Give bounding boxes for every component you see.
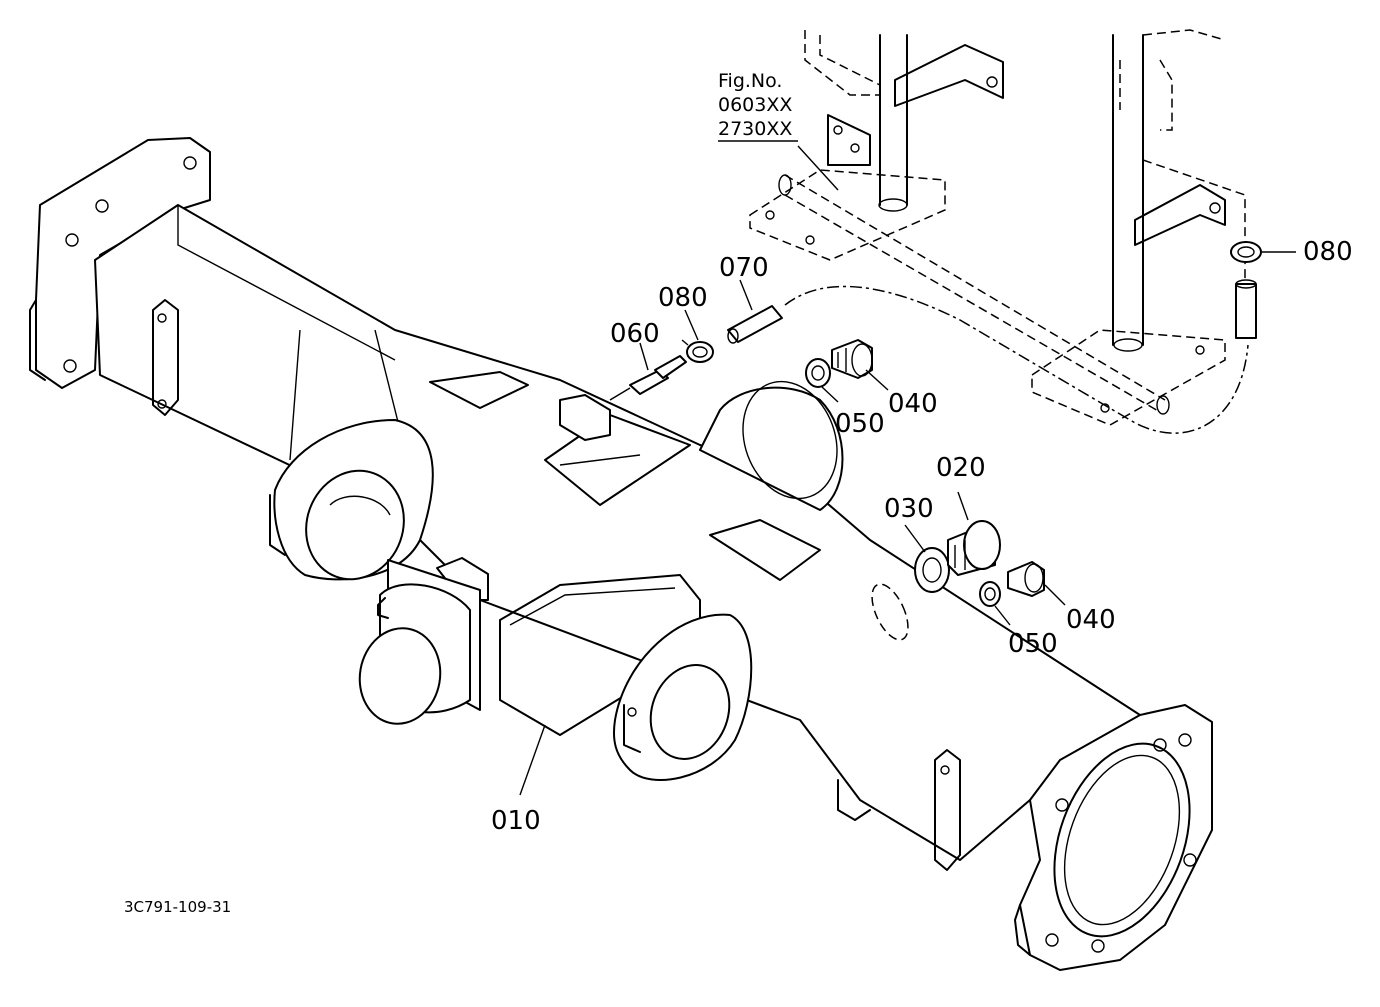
part-080-clamp-left xyxy=(681,339,714,363)
part-040-plug-upper xyxy=(831,339,873,379)
part-070-hose xyxy=(727,305,783,344)
front-axle-housing xyxy=(29,137,1213,971)
callout-060: 060 xyxy=(610,319,660,349)
frame-reference-structure xyxy=(749,29,1246,426)
callout-010: 010 xyxy=(491,806,541,836)
figure-reference-number-1: 0603XX xyxy=(718,94,792,116)
vent-hose-route xyxy=(784,285,1249,434)
callout-040-upper: 040 xyxy=(888,389,938,419)
part-050-washer-upper xyxy=(805,358,831,388)
leader-lines xyxy=(519,279,1066,796)
callout-050-lower: 050 xyxy=(1008,629,1058,659)
part-080-clamp-right xyxy=(1230,241,1296,339)
part-060-fitting xyxy=(609,355,687,401)
callout-050-upper: 050 xyxy=(835,409,885,439)
callout-080-right: 080 xyxy=(1303,237,1353,267)
part-040-plug-lower xyxy=(1007,561,1045,597)
part-050-washer-lower xyxy=(979,581,1001,607)
callout-030: 030 xyxy=(884,494,934,524)
figure-reference-title: Fig.No. xyxy=(718,70,782,92)
callout-070: 070 xyxy=(719,253,769,283)
callout-040-lower: 040 xyxy=(1066,605,1116,635)
callout-080-left: 080 xyxy=(658,283,708,313)
callout-020: 020 xyxy=(936,453,986,483)
figure-reference-number-2: 2730XX xyxy=(718,118,792,140)
part-020-plug xyxy=(947,520,1001,576)
drawing-code: 3C791-109-31 xyxy=(124,898,231,916)
part-030-gasket xyxy=(914,547,950,593)
